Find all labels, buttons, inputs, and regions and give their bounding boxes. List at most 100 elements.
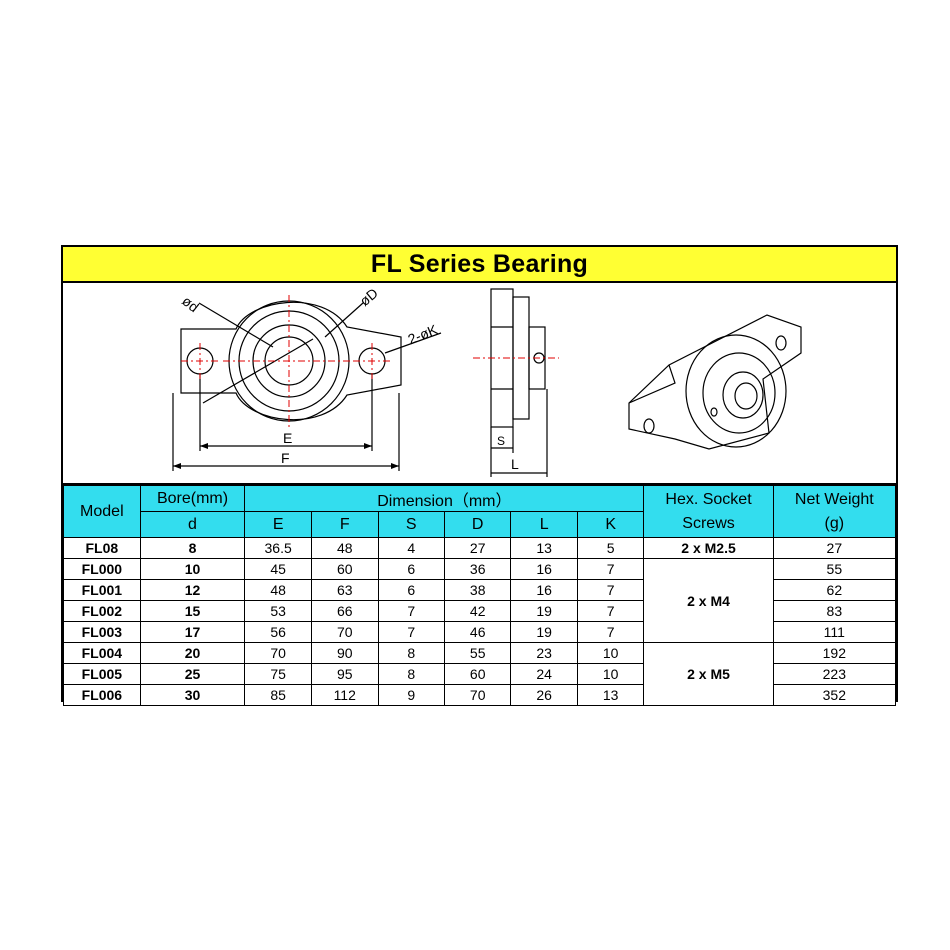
cell-f: 90 <box>310 642 379 664</box>
cell-k: 7 <box>576 621 645 643</box>
cell-weight: 83 <box>772 600 897 622</box>
cell-model: FL004 <box>63 642 141 664</box>
cell-d: 36 <box>443 558 512 580</box>
header-bore-d: d <box>139 511 246 538</box>
cell-k: 7 <box>576 600 645 622</box>
cell-weight: 27 <box>772 537 897 559</box>
cell-l: 16 <box>510 579 578 601</box>
cell-bore: 20 <box>139 642 246 664</box>
table-row: FL002 15 53 66 7 42 19 7 83 <box>63 600 897 622</box>
cell-bore: 10 <box>139 558 246 580</box>
cell-k: 5 <box>576 537 645 559</box>
header-k: K <box>576 511 645 538</box>
cell-k: 7 <box>576 579 645 601</box>
cell-l: 19 <box>510 621 578 643</box>
cell-screws: 2 x M5 <box>643 642 774 706</box>
cell-bore: 30 <box>139 684 246 706</box>
label-holes: 2-øK <box>406 321 441 347</box>
cell-l: 19 <box>510 600 578 622</box>
cell-bore: 12 <box>139 579 246 601</box>
table-row: FL003 17 56 70 7 46 19 7 111 <box>63 621 897 643</box>
label-l: L <box>511 456 519 472</box>
bearing-spec-sheet: FL Series Bearing <box>61 245 898 706</box>
cell-l: 13 <box>510 537 578 559</box>
cell-model: FL08 <box>63 537 141 559</box>
header-screws: Hex. Socket Screws <box>643 485 774 538</box>
label-f: F <box>281 450 290 466</box>
cell-model: FL002 <box>63 600 141 622</box>
cell-s: 6 <box>377 558 445 580</box>
cell-f: 95 <box>310 663 379 685</box>
cell-bore: 8 <box>139 537 246 559</box>
isometric-view <box>628 314 802 450</box>
cell-e: 56 <box>244 621 312 643</box>
cell-weight: 111 <box>772 621 897 643</box>
label-bore: ød <box>179 293 202 316</box>
cell-s: 8 <box>377 663 445 685</box>
cell-f: 70 <box>310 621 379 643</box>
cell-k: 10 <box>576 642 645 664</box>
spec-table: Model Bore(mm) Dimension（mm） Hex. Socket… <box>63 485 897 706</box>
cell-bore: 25 <box>139 663 246 685</box>
header-bore: Bore(mm) <box>139 485 246 512</box>
cell-k: 10 <box>576 663 645 685</box>
cell-d: 55 <box>443 642 512 664</box>
label-e: E <box>283 430 292 446</box>
table-row: FL08 8 36.5 48 4 27 13 5 2 x M2.5 27 <box>63 537 897 559</box>
cell-f: 66 <box>310 600 379 622</box>
cell-s: 9 <box>377 684 445 706</box>
cell-model: FL003 <box>63 621 141 643</box>
cell-e: 85 <box>244 684 312 706</box>
cell-screws: 2 x M4 <box>643 558 774 643</box>
cell-weight: 62 <box>772 579 897 601</box>
table-row: FL006 30 85 112 9 70 26 13 352 <box>63 684 897 706</box>
cell-d: 42 <box>443 600 512 622</box>
cell-s: 7 <box>377 621 445 643</box>
cell-d: 60 <box>443 663 512 685</box>
header-model: Model <box>63 485 141 538</box>
cell-f: 48 <box>310 537 379 559</box>
header-s: S <box>377 511 445 538</box>
cell-model: FL001 <box>63 579 141 601</box>
cell-k: 7 <box>576 558 645 580</box>
cell-bore: 15 <box>139 600 246 622</box>
cell-model: FL005 <box>63 663 141 685</box>
cell-weight: 192 <box>772 642 897 664</box>
technical-drawing: ød øD 2-øK E F S L <box>63 283 896 485</box>
cell-l: 23 <box>510 642 578 664</box>
header-d: D <box>443 511 512 538</box>
cell-d: 70 <box>443 684 512 706</box>
cell-bore: 17 <box>139 621 246 643</box>
cell-weight: 55 <box>772 558 897 580</box>
cell-d: 27 <box>443 537 512 559</box>
cell-model: FL000 <box>63 558 141 580</box>
header-l: L <box>510 511 578 538</box>
cell-l: 16 <box>510 558 578 580</box>
cell-e: 75 <box>244 663 312 685</box>
cell-s: 6 <box>377 579 445 601</box>
header-e: E <box>244 511 312 538</box>
cell-l: 24 <box>510 663 578 685</box>
label-s: S <box>497 434 505 448</box>
cell-model: FL006 <box>63 684 141 706</box>
cell-f: 60 <box>310 558 379 580</box>
cell-e: 45 <box>244 558 312 580</box>
cell-weight: 352 <box>772 684 897 706</box>
side-view <box>490 288 548 477</box>
cell-e: 36.5 <box>244 537 312 559</box>
cell-f: 63 <box>310 579 379 601</box>
header-f: F <box>310 511 379 538</box>
page-title: FL Series Bearing <box>370 249 589 278</box>
drawing-svg: ød øD 2-øK E F S L <box>172 285 802 477</box>
cell-e: 70 <box>244 642 312 664</box>
cell-s: 7 <box>377 600 445 622</box>
table-row: FL004 20 70 90 8 55 23 10 2 x M5 192 <box>63 642 897 706</box>
cell-l: 26 <box>510 684 578 706</box>
header-weight: Net Weight (g) <box>772 485 897 538</box>
header-dimension: Dimension（mm） <box>244 485 645 512</box>
cell-f: 112 <box>310 684 379 706</box>
cell-e: 48 <box>244 579 312 601</box>
table-row: FL000 10 45 60 6 36 16 7 2 x M4 55 <box>63 558 897 643</box>
cell-k: 13 <box>576 684 645 706</box>
table-row: FL005 25 75 95 8 60 24 10 223 <box>63 663 897 685</box>
